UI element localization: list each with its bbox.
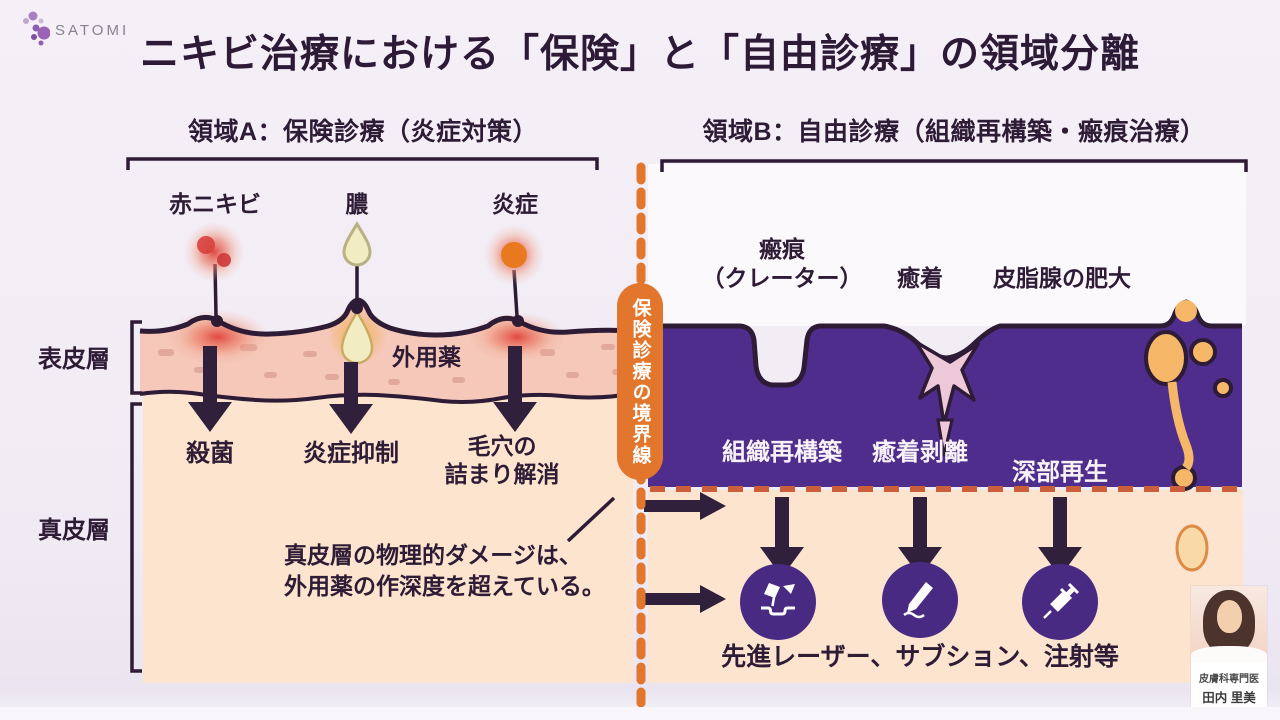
topical-medicine-label: 外用薬 bbox=[392, 344, 461, 370]
subcision-pen-icon bbox=[903, 582, 933, 619]
region-b-header: 領域B：自由診療（組織再構築・瘢痕治療） bbox=[702, 118, 1206, 146]
dermis-layer-label: 真皮層 bbox=[38, 517, 110, 544]
laser-icon bbox=[761, 583, 795, 616]
treatment-label-deep-regeneration: 深部再生 bbox=[1012, 459, 1108, 486]
region-a-header: 領域A：保険診療（炎症対策） bbox=[187, 118, 539, 146]
doctor-face bbox=[1217, 600, 1242, 633]
treatment-label-reconstruction: 組織再構築 bbox=[722, 439, 842, 466]
epidermis-layer-label: 表皮層 bbox=[38, 346, 110, 373]
condition-label-red-acne: 赤ニキビ bbox=[169, 191, 261, 217]
problem-label-scar-line1: 瘢痕 bbox=[759, 236, 805, 262]
problem-label-gland: 皮脂腺の肥大 bbox=[993, 265, 1131, 291]
bottom-strip bbox=[0, 707, 1280, 720]
insurance-boundary-label: 保険診療の境界線 bbox=[629, 297, 651, 466]
condition-label-inflammation: 炎症 bbox=[492, 191, 538, 217]
effect-label-pore-line2: 詰まり解消 bbox=[444, 461, 560, 487]
doctor-photo bbox=[1191, 586, 1267, 662]
brand-logo: SATOMI bbox=[16, 8, 129, 52]
note-line2: 外用薬の作深度を超えている。 bbox=[284, 573, 605, 599]
effect-label-pore-line1: 毛穴の bbox=[467, 433, 537, 459]
treatment-label-adhesion-release: 癒着剥離 bbox=[872, 439, 968, 466]
problem-label-scar-line2: （クレーター） bbox=[701, 265, 863, 291]
method-circle-injection bbox=[1022, 564, 1098, 640]
syringe-icon bbox=[1043, 582, 1080, 619]
doctor-title: 皮膚科専門医 bbox=[1199, 674, 1259, 685]
page-title: ニキビ治療における「保険」と「自由診療」の領域分離 bbox=[139, 33, 1140, 76]
condition-label-pus: 膿 bbox=[345, 191, 369, 217]
effect-label-anti-inflammation: 炎症抑制 bbox=[303, 440, 399, 467]
region-b-panel bbox=[648, 164, 1246, 326]
method-circle-laser bbox=[740, 564, 816, 640]
doctor-card: 皮膚科専門医 田内 里美 bbox=[1191, 586, 1267, 714]
methods-caption: 先進レーザー、サブション、注射等 bbox=[721, 643, 1119, 671]
brand-name: SATOMI bbox=[55, 21, 130, 39]
method-circle-subcision bbox=[882, 562, 958, 638]
insurance-boundary-badge: 保険診療の境界線 bbox=[617, 283, 663, 480]
doctor-name: 田内 里美 bbox=[1202, 691, 1256, 705]
logo-dots-icon bbox=[23, 11, 50, 46]
doctor-coat bbox=[1191, 646, 1267, 662]
note-line1: 真皮層の物理的ダメージは、 bbox=[284, 542, 582, 568]
effect-label-sterilization: 殺菌 bbox=[186, 440, 234, 467]
problem-label-adhesion: 癒着 bbox=[897, 265, 943, 291]
